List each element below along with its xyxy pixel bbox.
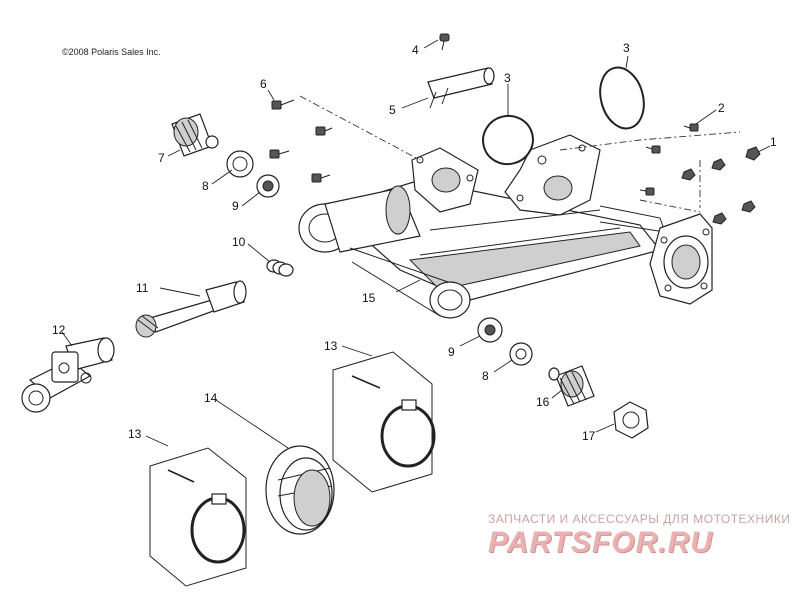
universal-joint-part-12 bbox=[21, 337, 115, 413]
callout-9: 9 bbox=[448, 345, 455, 359]
seal-part-8 bbox=[509, 342, 533, 366]
boot-part-14 bbox=[265, 445, 335, 535]
callout-10: 10 bbox=[232, 235, 246, 249]
bolt bbox=[311, 173, 331, 183]
o-ring-part-3 bbox=[482, 114, 534, 166]
bolt-part-6 bbox=[271, 99, 295, 110]
callout-3: 3 bbox=[623, 41, 630, 55]
spring-part-10 bbox=[266, 259, 294, 277]
screw-part-4 bbox=[439, 33, 450, 51]
watermark-tagline: ЗАПЧАСТИ И АКСЕССУАРЫ ДЛЯ МОТОТЕХНИКИ bbox=[488, 512, 791, 526]
cover-part-5 bbox=[427, 67, 495, 109]
watermark-logo: PARTSFOR.RU bbox=[488, 526, 713, 559]
callout-4: 4 bbox=[412, 43, 419, 57]
copyright-notice: ©2008 Polaris Sales Inc. bbox=[62, 47, 161, 57]
nut-part-17 bbox=[613, 401, 649, 439]
fasteners bbox=[269, 99, 761, 225]
clamp-kit-part-13 bbox=[332, 351, 436, 493]
callout-13: 13 bbox=[128, 427, 142, 441]
callout-8: 8 bbox=[482, 369, 489, 383]
callout-7: 7 bbox=[158, 151, 165, 165]
seal-part-8 bbox=[226, 150, 254, 178]
callout-13: 13 bbox=[324, 339, 338, 353]
nut bbox=[741, 200, 756, 213]
nut-part-1 bbox=[745, 146, 761, 161]
bearing-part-9 bbox=[477, 317, 503, 343]
drive-shaft-part-11 bbox=[135, 280, 247, 338]
callout-17: 17 bbox=[582, 429, 596, 443]
callout-1: 1 bbox=[770, 135, 777, 149]
o-ring-part-3 bbox=[599, 66, 645, 130]
clamp-kit-part-13 bbox=[149, 447, 247, 587]
callout-8: 8 bbox=[202, 179, 209, 193]
callout-3: 3 bbox=[504, 71, 511, 85]
assembly-centerlines bbox=[299, 95, 741, 213]
swing-arm-part-15 bbox=[298, 134, 713, 319]
callout-9: 9 bbox=[232, 199, 239, 213]
callout-16: 16 bbox=[536, 395, 550, 409]
callout-11: 11 bbox=[136, 281, 149, 295]
nut bbox=[711, 158, 726, 171]
callout-labels: 1 2 3 3 4 5 6 7 8 9 10 11 12 15 9 8 16 1… bbox=[52, 41, 777, 443]
callout-14: 14 bbox=[204, 391, 218, 405]
bolt bbox=[269, 149, 290, 159]
callout-6: 6 bbox=[260, 77, 267, 91]
bolt bbox=[639, 187, 655, 196]
bolt-part-2 bbox=[683, 123, 699, 132]
splined-coupler-part-7 bbox=[171, 113, 219, 157]
spline-shaft-part-16 bbox=[548, 365, 595, 407]
leader-lines bbox=[61, 39, 771, 449]
callout-2: 2 bbox=[718, 101, 725, 115]
nut bbox=[681, 168, 696, 181]
callout-12: 12 bbox=[52, 323, 66, 337]
callout-15: 15 bbox=[362, 291, 376, 305]
bolt bbox=[645, 145, 661, 154]
callout-5: 5 bbox=[389, 103, 396, 117]
bearing-part-9 bbox=[256, 174, 280, 198]
nut bbox=[712, 212, 727, 225]
bolt bbox=[315, 126, 333, 136]
